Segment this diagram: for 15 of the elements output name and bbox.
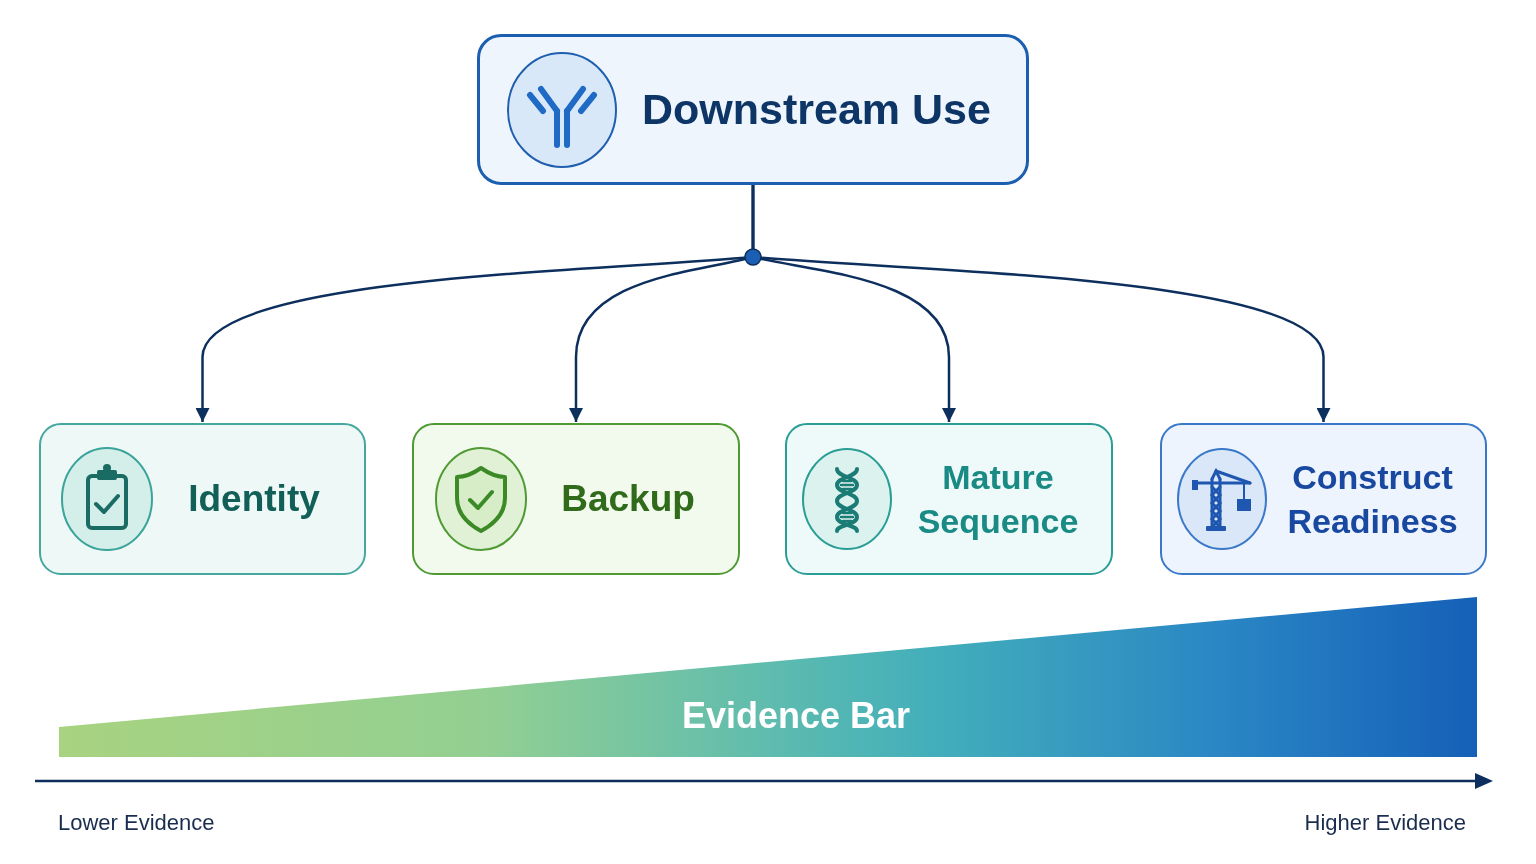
process-box xyxy=(785,423,1113,575)
connector-arrow xyxy=(751,185,1331,422)
node-label: Evidence Bar xyxy=(681,693,911,738)
node-label: Downstream Use xyxy=(642,83,991,135)
process-box xyxy=(1160,423,1487,575)
process-box xyxy=(39,423,366,575)
axis-label: Lower Evidence xyxy=(58,809,215,837)
node-label: Identity xyxy=(188,477,320,521)
node-label: Construct Readiness xyxy=(1286,457,1459,542)
process-box xyxy=(477,34,1029,185)
node-label: Backup xyxy=(561,477,695,521)
axis-label: Higher Evidence xyxy=(1304,809,1466,837)
process-box xyxy=(412,423,740,575)
node-label: Mature Sequence xyxy=(916,457,1080,542)
wedge-bar xyxy=(59,597,1477,757)
